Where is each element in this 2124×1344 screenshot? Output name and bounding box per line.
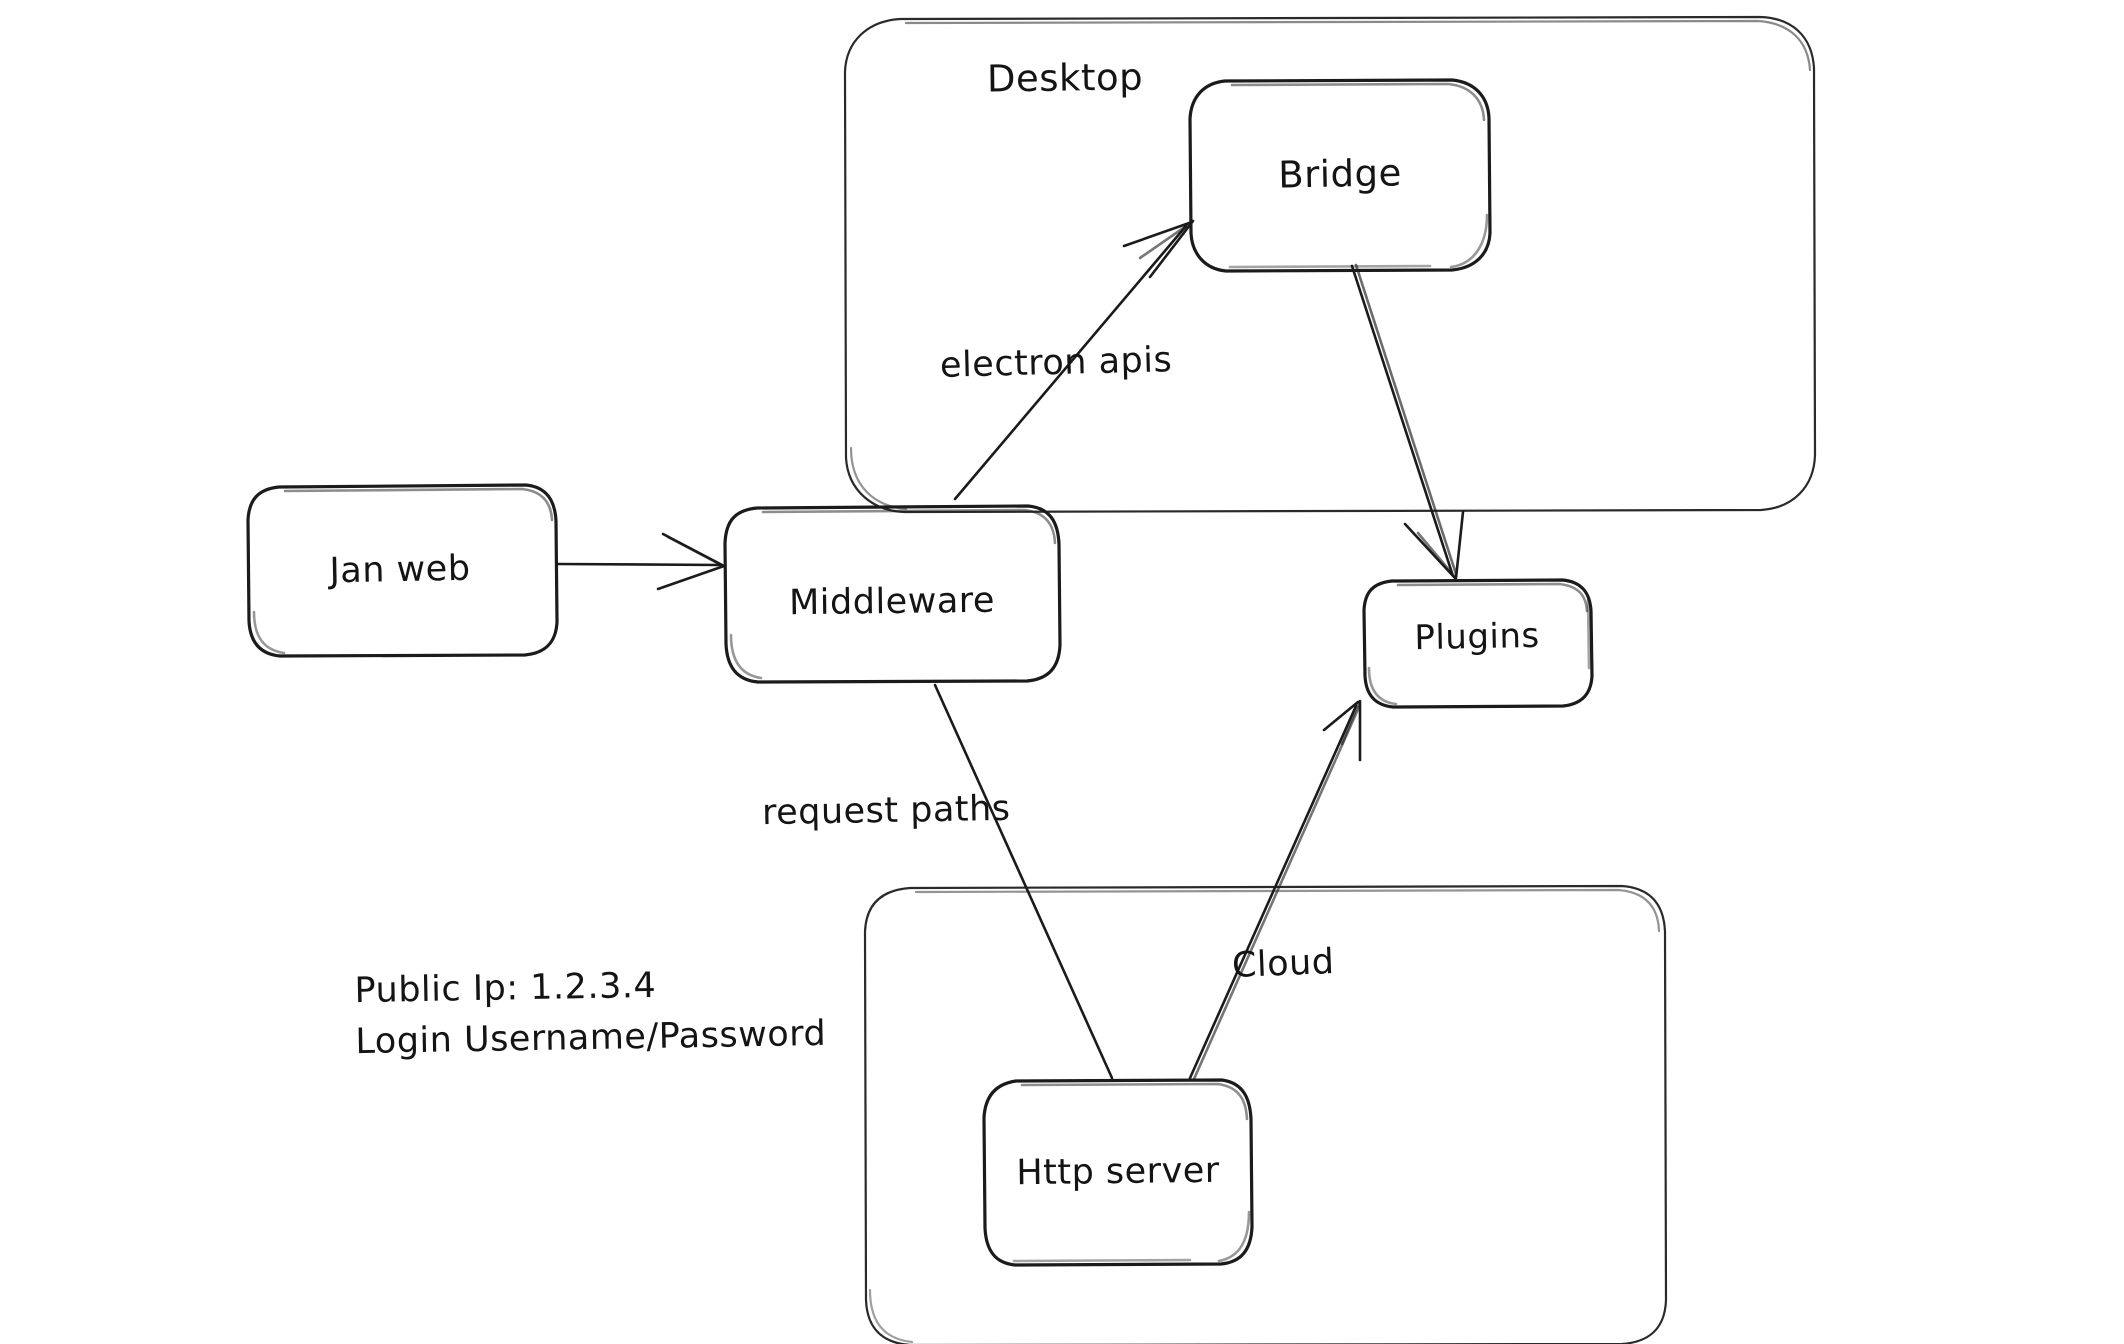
edge-jan-web-to-middleware[interactable] — [555, 532, 726, 591]
node-box-middleware[interactable] — [723, 504, 1062, 684]
edge-label-request-paths: request paths — [761, 788, 1011, 834]
node-box-plugins[interactable] — [1362, 578, 1594, 709]
node-label-middleware: Middleware — [788, 580, 996, 624]
container-cloud[interactable] — [863, 884, 1668, 1344]
node-label-jan-web: Jan web — [329, 548, 471, 592]
edge-middleware-to-bridge[interactable] — [953, 219, 1195, 501]
node-label-bridge: Bridge — [1277, 151, 1403, 197]
node-label-http-server: Http server — [1016, 1150, 1220, 1194]
edge-label-cloud: Cloud — [1231, 942, 1336, 986]
node-box-http-server[interactable] — [982, 1078, 1254, 1267]
note-line-login: Login Username/Password — [355, 1013, 827, 1062]
edge-bridge-to-plugins[interactable] — [1350, 263, 1465, 580]
note-line-public-ip: Public Ip: 1.2.3.4 — [354, 965, 657, 1012]
edge-label-electron-apis: electron apis — [939, 340, 1173, 386]
container-label-desktop: Desktop — [986, 55, 1144, 101]
connection-note: Public Ip: 1.2.3.4 Login Username/Passwo… — [354, 958, 826, 1068]
edge-middleware-to-http-server[interactable] — [933, 683, 1114, 1080]
node-box-jan-web[interactable] — [246, 483, 559, 658]
edge-http-server-to-plugins[interactable] — [1188, 699, 1362, 1081]
node-box-bridge[interactable] — [1188, 78, 1492, 273]
node-label-plugins: Plugins — [1413, 615, 1541, 659]
